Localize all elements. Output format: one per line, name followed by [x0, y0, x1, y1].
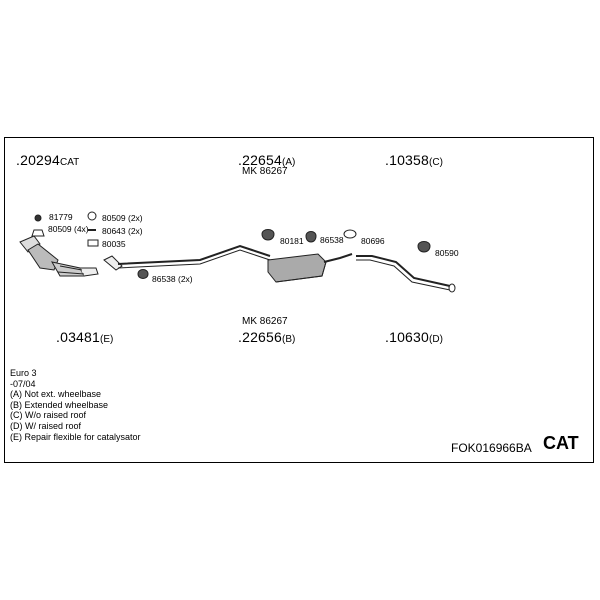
note-e: (E) Repair flexible for catalysator	[10, 431, 141, 442]
part-20294: .20294CAT	[16, 152, 80, 168]
fitting-80509-4x: 80509 (4x)	[48, 224, 89, 234]
kit-code: FOK016966BA	[451, 441, 532, 455]
note-b: (B) Extended wheelbase	[10, 399, 109, 410]
kit-type: CAT	[543, 433, 579, 453]
note-euro: Euro 3	[10, 368, 37, 378]
part-03481: .03481(E)	[56, 329, 114, 345]
diagram-frame	[4, 137, 594, 463]
fitting-80509-2x: 80509 (2x)	[102, 213, 143, 223]
fitting-86538: 86538	[320, 235, 344, 245]
note-date: -07/04	[10, 378, 36, 389]
note-d: (D) W/ raised roof	[10, 420, 82, 431]
fitting-80181: 80181	[280, 236, 304, 246]
catalytic-converter-drawing	[19, 235, 99, 277]
note-c: (C) W/o raised roof	[10, 410, 87, 421]
part-22656: .22656(B)	[238, 329, 296, 345]
part-10358: .10358(C)	[385, 152, 443, 168]
part-22654: .22654(A)	[238, 152, 296, 168]
fitting-80696: 80696	[361, 236, 385, 246]
mk-top-label: MK 86267	[242, 166, 288, 177]
notes-list: Euro 3 -07/04 (A) Not ext. wheelbase (B)…	[10, 368, 141, 442]
note-a: (A) Not ext. wheelbase	[10, 389, 102, 400]
middle-silencer-drawing	[267, 253, 353, 283]
fitting-80643-2x: 80643 (2x)	[102, 226, 143, 236]
front-pipe-drawing	[103, 244, 271, 271]
fitting-80035: 80035	[102, 239, 126, 249]
fitting-81779: 81779	[49, 212, 73, 222]
part-10630: .10630(D)	[385, 329, 443, 345]
tail-pipe-drawing	[356, 255, 456, 293]
fittings-drawing	[31, 211, 431, 279]
fitting-80590: 80590	[435, 248, 459, 258]
fitting-86538-2x: 86538 (2x)	[152, 274, 193, 284]
mk-bottom-label: MK 86267	[242, 316, 288, 327]
